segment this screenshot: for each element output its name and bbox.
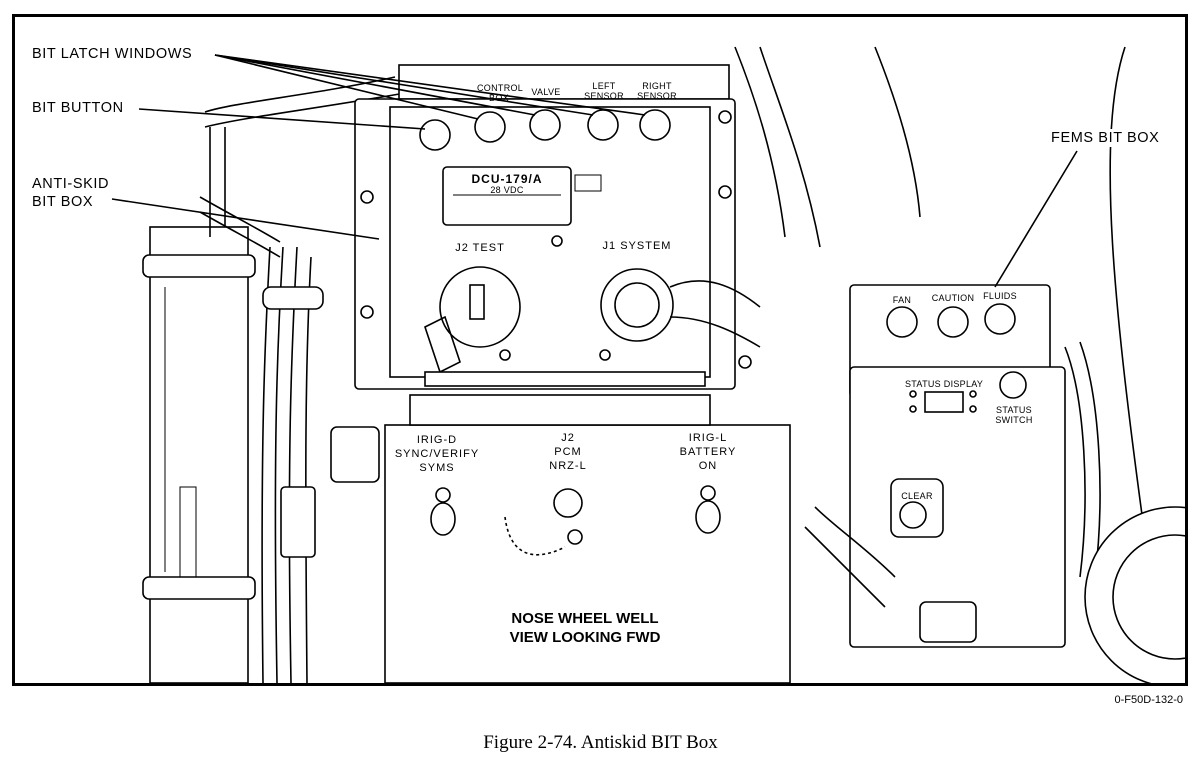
lower-panel	[384, 394, 791, 683]
latch-window-left-sensor	[587, 109, 619, 141]
marking-fems-clear: CLEAR	[901, 491, 933, 501]
bit-button	[419, 119, 451, 151]
marking-battery-2: BATTERY	[679, 446, 737, 458]
label-bit-button: BIT BUTTON	[30, 99, 126, 117]
marking-j1-system: J1 SYSTEM	[602, 240, 672, 252]
fems-bit-box	[804, 284, 1101, 648]
battery-toggle	[695, 500, 721, 534]
label-fems-bit-box: FEMS BIT BOX	[1049, 129, 1162, 147]
marking-fems-fluids: FLUIDS	[983, 291, 1017, 301]
marking-j2-pcm-1: J2	[561, 432, 575, 444]
view-note-line2: VIEW LOOKING FWD	[509, 629, 661, 646]
nose-wheel	[1084, 506, 1185, 683]
marking-fems-caution: CAUTION	[931, 293, 975, 303]
label-anti-skid-line1: ANTI-SKID	[30, 175, 112, 193]
marking-irig-d-1: IRIG-D	[416, 434, 458, 446]
pcm-connector	[553, 488, 583, 518]
figure-id: 0-F50D-132-0	[1114, 694, 1183, 706]
figure-caption: Figure 2-74. Antiskid BIT Box	[483, 732, 718, 753]
label-anti-skid-line2: BIT BOX	[30, 193, 96, 211]
marking-fems-status-display: STATUS DISPLAY	[905, 379, 984, 389]
nose-wheel-well-illustration	[111, 46, 1185, 683]
marking-fems-status-switch-1: STATUS	[996, 405, 1032, 415]
marking-control-box: CONTROL BOX	[477, 83, 524, 103]
marking-irig-d-3: SYMS	[419, 462, 455, 474]
latch-window-control-box	[474, 111, 506, 143]
fems-status-display	[924, 391, 964, 413]
latch-window-right-sensor	[639, 109, 671, 141]
marking-j2-pcm-2: PCM	[554, 446, 582, 458]
fems-status-switch	[999, 371, 1027, 399]
fems-caution-light	[937, 306, 969, 338]
marking-fems-status-switch-2: SWITCH	[995, 415, 1033, 425]
label-bit-latch-windows: BIT LATCH WINDOWS	[30, 45, 195, 63]
marking-j2-pcm-3: NRZ-L	[549, 460, 587, 472]
marking-28vdc: 28 VDC	[490, 185, 524, 195]
sync-verify-toggle	[430, 502, 456, 536]
marking-left-sensor: LEFT SENSOR	[584, 81, 624, 101]
marking-battery-3: ON	[698, 460, 718, 472]
fems-clear-button	[899, 501, 927, 529]
j1-system-connector	[600, 268, 674, 342]
left-pipe	[142, 226, 256, 683]
marking-dcu-model: DCU-179/A	[471, 172, 543, 186]
marking-irig-d-2: SYNC/VERIFY	[394, 448, 480, 460]
leader-lines	[111, 54, 1078, 288]
marking-fems-fan: FAN	[892, 295, 912, 305]
marking-right-sensor: RIGHT SENSOR	[637, 81, 677, 101]
fems-fluids-light	[984, 303, 1016, 335]
wire-bundle-left	[199, 196, 380, 683]
fems-fan-light	[886, 306, 918, 338]
marking-j2-test: J2 TEST	[455, 242, 505, 254]
dcu-nameplate	[442, 166, 572, 226]
marking-valve: VALVE	[531, 87, 561, 97]
anti-skid-bit-box	[354, 98, 761, 390]
marking-battery-1: IRIG-L	[688, 432, 728, 444]
latch-window-valve	[529, 109, 561, 141]
view-note-line1: NOSE WHEEL WELL	[511, 610, 659, 627]
figure-frame: BIT LATCH WINDOWS BIT BUTTON ANTI-SKID B…	[12, 14, 1188, 686]
